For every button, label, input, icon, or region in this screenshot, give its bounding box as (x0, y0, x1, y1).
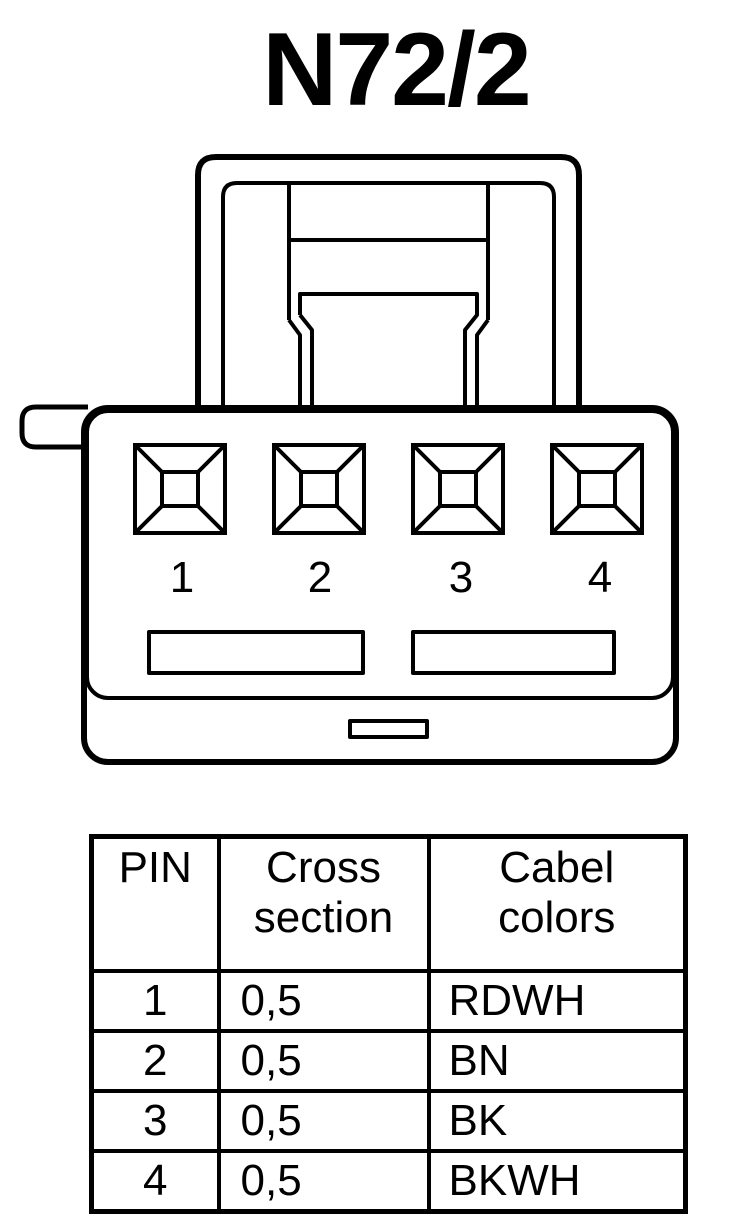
cell-cable-color: BKWH (426, 1149, 688, 1214)
connector-window-right (411, 630, 616, 675)
cell-cable-color: RDWH (426, 969, 688, 1033)
header-cross-section: Cross section (216, 834, 431, 973)
cell-cable-color: BN (426, 1029, 688, 1093)
connector-face (85, 409, 675, 700)
pin-label-4: 4 (588, 553, 612, 602)
pin-socket-1 (133, 443, 227, 535)
cell-cross-section: 0,5 (216, 1149, 431, 1214)
header-pin: PIN (89, 834, 221, 973)
pin-socket-4 (550, 443, 644, 535)
connector-side-tab (19, 404, 88, 450)
cell-cross-section: 0,5 (216, 969, 431, 1033)
connector-key-slot (348, 719, 429, 739)
cell-pin: 4 (89, 1149, 221, 1214)
table-row: 1 0,5 RDWH (89, 969, 688, 1033)
cell-pin: 1 (89, 969, 221, 1033)
pin-socket-2 (272, 443, 366, 535)
connector-window-left (147, 630, 365, 675)
header-cable-colors: Cabel colors (426, 834, 688, 973)
connector-latch (195, 154, 582, 408)
cell-cross-section: 0,5 (216, 1089, 431, 1153)
pin-label-1: 1 (170, 553, 194, 602)
pin-assignment-table: PIN Cross section Cabel colors 1 0,5 RDW… (89, 834, 688, 1214)
table-row: 3 0,5 BK (89, 1089, 688, 1153)
pin-label-2: 2 (308, 553, 332, 602)
table-row: 2 0,5 BN (89, 1029, 688, 1093)
cell-cross-section: 0,5 (216, 1029, 431, 1093)
connector-drawing: 1 2 3 4 (19, 154, 679, 765)
cell-pin: 3 (89, 1089, 221, 1153)
cell-cable-color: BK (426, 1089, 688, 1153)
table-row: 4 0,5 BKWH (89, 1149, 688, 1214)
table-header-row: PIN Cross section Cabel colors (89, 834, 688, 973)
pin-label-3: 3 (449, 553, 473, 602)
pin-socket-3 (411, 443, 505, 535)
diagram-title: N72/2 (262, 12, 532, 128)
cell-pin: 2 (89, 1029, 221, 1093)
